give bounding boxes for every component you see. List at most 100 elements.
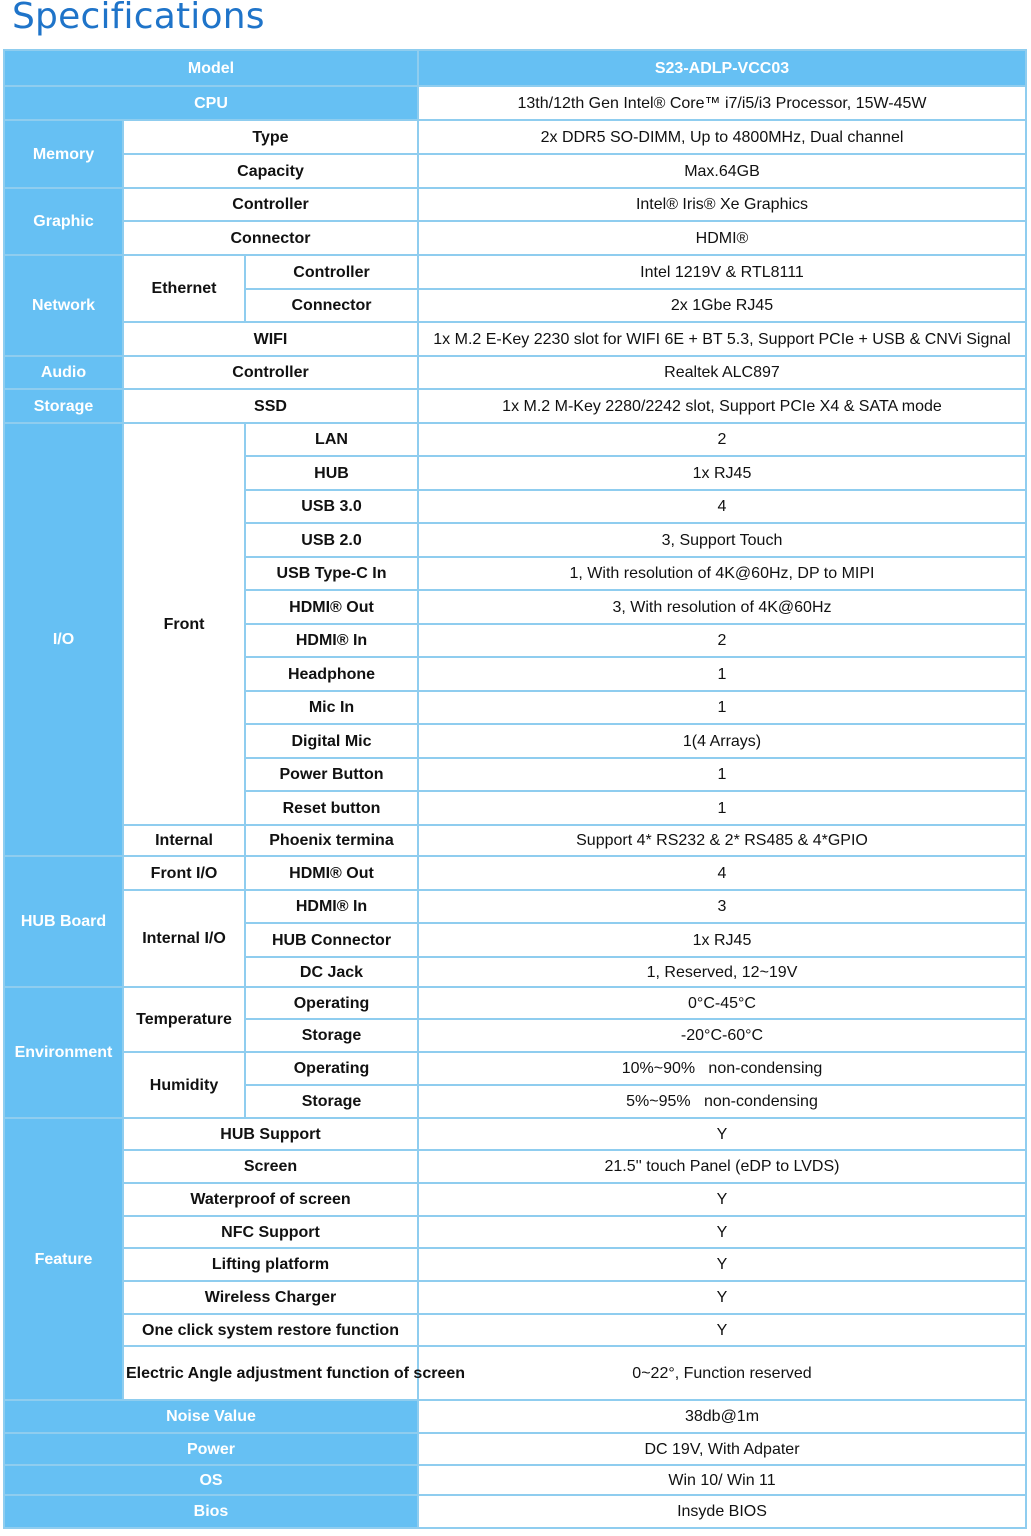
feature-item-label: Screen	[122, 1149, 419, 1184]
table-row: Environment Temperature Operating 0°C-45…	[3, 986, 1027, 1119]
humidity-item-value: 5%~95% non-condensing	[417, 1084, 1027, 1119]
cpu-label: CPU	[3, 85, 419, 121]
table-row: Reset button 1	[4, 790, 1027, 826]
feature-item-label: HUB Support	[122, 1117, 419, 1151]
feature-item-value: Y	[417, 1117, 1027, 1151]
io-front-item-label: HUB	[244, 455, 419, 491]
table-row: WIFI 1x M.2 E-Key 2230 slot for WIFI 6E …	[4, 321, 1027, 357]
feature-item-value: Y	[417, 1215, 1027, 1249]
table-row: HUB Connector 1x RJ45	[4, 922, 1027, 958]
table-row: Feature HUB Support Y	[3, 1117, 1027, 1401]
table-row: HDMI® In 2	[4, 623, 1027, 658]
table-row: Wireless Charger Y	[4, 1280, 1027, 1315]
io-front-item-label: HDMI® Out	[244, 589, 419, 625]
table-row: Waterproof of screen Y	[4, 1182, 1027, 1217]
hub-front-io-label: Front I/O	[122, 855, 246, 891]
table-row: Internal I/O HDMI® In 3	[4, 889, 1027, 988]
table-row: Model S23-ADLP-VCC03	[3, 49, 1027, 87]
hub-internal-io-item-value: 1x RJ45	[417, 922, 1027, 958]
graphic-connector-value: HDMI®	[417, 220, 1027, 256]
humidity-item-label: Operating	[244, 1051, 419, 1086]
table-row: Power Button 1	[4, 757, 1027, 792]
bios-value: Insyde BIOS	[417, 1494, 1027, 1529]
table-row: Lifting platform Y	[4, 1247, 1027, 1282]
os-label: OS	[3, 1464, 419, 1496]
io-front-item-value: 1x RJ45	[417, 455, 1027, 491]
feature-item-label: Waterproof of screen	[122, 1182, 419, 1217]
graphic-connector-label: Connector	[122, 220, 419, 256]
io-label: I/O	[3, 422, 124, 857]
network-connector-label: Connector	[244, 288, 419, 323]
table-row: Bios Insyde BIOS	[3, 1494, 1027, 1529]
table-row: USB 3.0 4	[4, 489, 1027, 524]
table-row: USB Type-C In 1, With resolution of 4K@6…	[4, 556, 1027, 591]
io-front-item-value: 1	[417, 656, 1027, 692]
table-row: One click system restore function Y	[4, 1313, 1027, 1347]
io-front-item-value: 1(4 Arrays)	[417, 723, 1027, 759]
feature-item-label: One click system restore function	[122, 1313, 419, 1347]
storage-label: Storage	[3, 388, 124, 424]
io-front-item-label: LAN	[244, 422, 419, 457]
hub-internal-io-item-label: HUB Connector	[244, 922, 419, 958]
temperature-item-value: 0°C-45°C	[417, 986, 1027, 1020]
temperature-label: Temperature	[122, 986, 246, 1053]
io-front-item-label: Reset button	[244, 790, 419, 826]
audio-controller-label: Controller	[122, 355, 419, 390]
wifi-value: 1x M.2 E-Key 2230 slot for WIFI 6E + BT …	[417, 321, 1027, 357]
table-row: USB 2.0 3, Support Touch	[4, 522, 1027, 558]
audio-controller-value: Realtek ALC897	[417, 355, 1027, 390]
io-front-item-label: Headphone	[244, 656, 419, 692]
io-front-item-value: 1	[417, 757, 1027, 792]
wifi-label: WIFI	[122, 321, 419, 357]
table-row: NFC Support Y	[4, 1215, 1027, 1249]
io-front-label: Front	[122, 422, 246, 826]
humidity-label: Humidity	[122, 1051, 246, 1119]
table-row: Power DC 19V, With Adpater	[3, 1432, 1027, 1466]
noise-label: Noise Value	[3, 1399, 419, 1434]
io-front-item-value: 3, Support Touch	[417, 522, 1027, 558]
table-row: HDMI® Out 3, With resolution of 4K@60Hz	[4, 589, 1027, 625]
specifications-table: Model S23-ADLP-VCC03 CPU 13th/12th Gen I…	[3, 49, 1027, 1529]
power-label: Power	[3, 1432, 419, 1466]
memory-capacity-value: Max.64GB	[417, 153, 1027, 189]
table-row: Headphone 1	[4, 656, 1027, 692]
table-row: DC Jack 1, Reserved, 12~19V	[4, 956, 1027, 988]
table-row: HUB Board Front I/O HDMI® Out 4	[3, 855, 1027, 988]
io-front-item-label: HDMI® In	[244, 623, 419, 658]
feature-item-value: 21.5'' touch Panel (eDP to LVDS)	[417, 1149, 1027, 1184]
feature-item-value: Y	[417, 1313, 1027, 1347]
io-internal-item-value: Support 4* RS232 & 2* RS485 & 4*GPIO	[417, 824, 1027, 857]
hub-board-label: HUB Board	[3, 855, 124, 988]
io-internal-label: Internal	[122, 824, 246, 857]
feature-item-value: Y	[417, 1280, 1027, 1315]
feature-item-label: Wireless Charger	[122, 1280, 419, 1315]
memory-type-label: Type	[122, 119, 419, 155]
os-value: Win 10/ Win 11	[417, 1464, 1027, 1496]
hub-internal-io-item-label: DC Jack	[244, 956, 419, 988]
table-row: Connector 2x 1Gbe RJ45	[4, 288, 1027, 323]
network-controller-label: Controller	[244, 254, 419, 290]
feature-item-value: Y	[417, 1247, 1027, 1282]
hub-internal-io-item-value: 1, Reserved, 12~19V	[417, 956, 1027, 988]
io-front-item-value: 3, With resolution of 4K@60Hz	[417, 589, 1027, 625]
io-front-item-label: USB 3.0	[244, 489, 419, 524]
io-front-item-value: 4	[417, 489, 1027, 524]
ssd-value: 1x M.2 M-Key 2280/2242 slot, Support PCI…	[417, 388, 1027, 424]
io-front-item-value: 1	[417, 790, 1027, 826]
feature-label: Feature	[3, 1117, 124, 1401]
ethernet-label: Ethernet	[122, 254, 246, 323]
temperature-item-value: -20°C-60°C	[417, 1018, 1027, 1053]
noise-value: 38db@1m	[417, 1399, 1027, 1434]
table-row: Noise Value 38db@1m	[3, 1399, 1027, 1434]
io-front-item-label: Power Button	[244, 757, 419, 792]
io-front-item-value: 1, With resolution of 4K@60Hz, DP to MIP…	[417, 556, 1027, 591]
io-front-item-label: USB Type-C In	[244, 556, 419, 591]
audio-label: Audio	[3, 355, 124, 390]
model-label: Model	[3, 49, 419, 87]
table-row: Graphic Controller Intel® Iris® Xe Graph…	[3, 187, 1027, 256]
io-front-item-value: 1	[417, 690, 1027, 725]
network-controller-value: Intel 1219V & RTL8111	[417, 254, 1027, 290]
feature-item-label: Lifting platform	[122, 1247, 419, 1282]
table-row: Humidity Operating 10%~90% non-condensin…	[4, 1051, 1027, 1119]
table-row: Connector HDMI®	[4, 220, 1027, 256]
